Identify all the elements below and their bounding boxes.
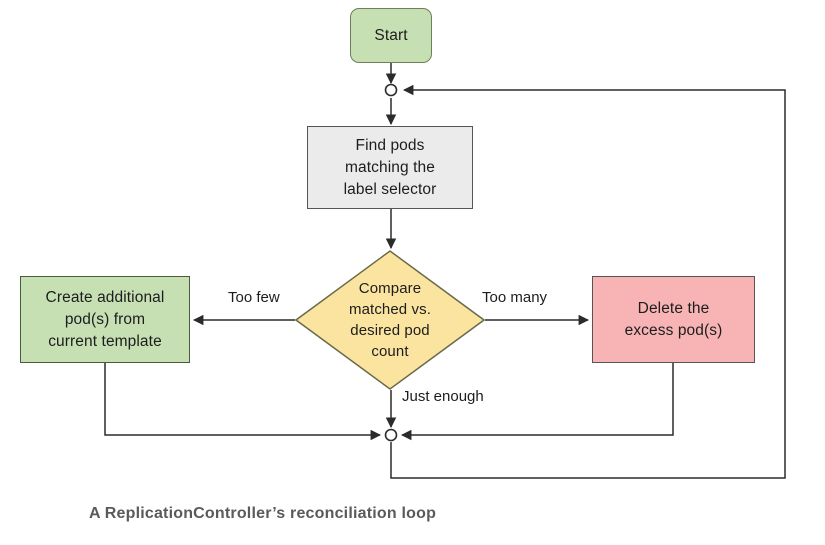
node-compare-pod-count[interactable]: Compare matched vs. desired pod count (295, 250, 485, 390)
edge-label-too-few: Too few (228, 289, 280, 306)
node-compare-label: Compare matched vs. desired pod count (349, 280, 431, 360)
edge-loop-back (390, 84, 786, 479)
edge-label-just-enough: Just enough (402, 388, 484, 405)
edge-create-to-bottom-junction (104, 363, 382, 441)
node-start[interactable]: Start (350, 8, 432, 63)
node-find-pods[interactable]: Find pods matching the label selector (307, 126, 473, 209)
node-create-pods[interactable]: Create additional pod(s) from current te… (20, 276, 190, 363)
junction-top (384, 83, 398, 97)
diamond-shape (295, 250, 485, 390)
junction-bottom (384, 428, 398, 442)
edge-label-too-many: Too many (482, 289, 548, 306)
node-start-label: Start (374, 26, 408, 44)
node-create-pods-label: Create additional pod(s) from current te… (45, 288, 165, 350)
node-delete-pods[interactable]: Delete the excess pod(s) (592, 276, 755, 363)
node-delete-pods-label: Delete the excess pod(s) (624, 299, 723, 339)
edge-delete-to-bottom-junction (400, 363, 674, 441)
node-find-pods-label: Find pods matching the label selector (343, 136, 437, 198)
figure-caption: A ReplicationController’s reconciliation… (88, 505, 437, 522)
